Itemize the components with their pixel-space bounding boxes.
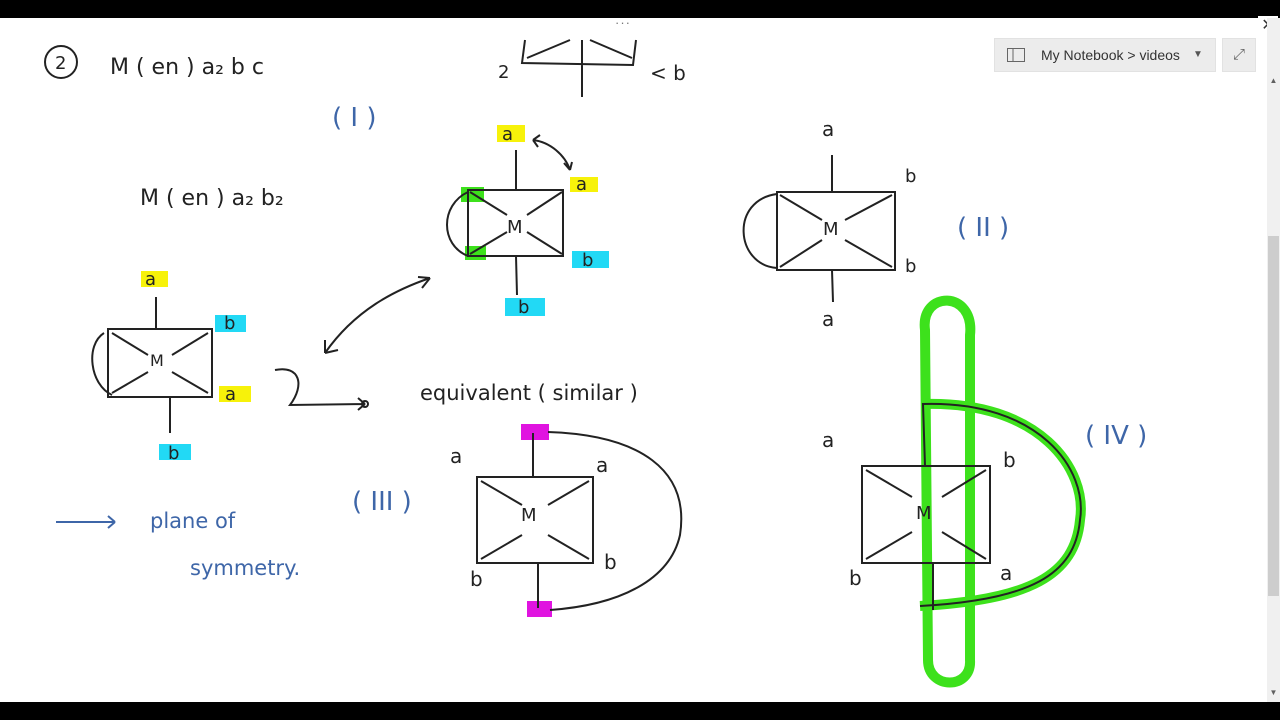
metal-label: M [150,351,164,370]
ligand-a-label: a [1000,561,1012,585]
plane-note-line-1: plane of [150,509,236,533]
ligand-b-label: b [905,166,916,187]
header-formula: 2 M ( en ) a₂ b c 2 < b [44,39,686,97]
metal-label: M [521,505,537,526]
cyan-highlight [572,251,609,268]
vertical-scrollbar[interactable]: ▲ ▼ [1267,18,1280,702]
arrow-icon [56,515,116,529]
formula-m-en-a2bc: M ( en ) a₂ b c [110,55,264,80]
plane-note-line-2: symmetry. [190,556,300,580]
structure-isomer-3 [476,431,683,611]
ligand-a-label: a [822,428,834,452]
chevron-down-icon[interactable]: ▼ [1193,49,1203,60]
scroll-down-arrow-icon[interactable]: ▼ [1269,688,1278,697]
formula-m-en-a2b2: M ( en ) a₂ b₂ [140,186,284,211]
ligand-b-label: b [604,550,617,574]
metal-label: M [823,219,839,240]
expand-icon[interactable]: ⤢ [1222,38,1256,72]
structure-isomer-1 [446,134,573,296]
green-mirror-plane [919,295,976,688]
ligand-b-label: b [470,567,483,591]
yellow-highlight [219,386,251,402]
problem-number-circle [44,45,78,79]
cyan-highlight [159,444,191,460]
notebook-breadcrumb-text: My Notebook > videos [1041,47,1180,63]
label-isomer-1: ( I ) [332,103,376,133]
magenta-highlight [527,601,552,617]
ligand-b-label: b [224,313,235,334]
cyan-highlight [215,315,246,332]
structure-isomer-4 [861,402,1082,610]
metal-label: M [507,217,523,238]
magenta-highlight [521,424,549,440]
ligand-a-label: a [576,174,587,195]
ligand-b-label: b [849,566,862,590]
structure-left [91,276,431,433]
ligand-b-label: b [582,250,593,271]
label-isomer-2: ( II ) [957,213,1009,243]
notebook-breadcrumb-button[interactable]: My Notebook > videos ▼ [994,38,1216,72]
cutoff-structure [520,39,637,97]
ligand-b-label: b [1003,448,1016,472]
scrollbar-thumb[interactable] [1268,236,1279,596]
cyan-highlight [505,298,545,316]
ligand-b-label: b [518,297,529,318]
yellow-highlight [570,177,598,192]
ligand-a-label: a [225,384,236,405]
ligand-b-label: b [168,443,179,464]
scroll-up-arrow-icon[interactable]: ▲ [1269,76,1278,85]
ligand-a-label: a [450,444,462,468]
yellow-highlight [497,125,525,142]
ligand-a-label: a [596,453,608,477]
metal-label: M [916,503,932,524]
top-black-bar [0,0,1280,18]
label-isomer-4: ( IV ) [1085,421,1147,451]
structure-isomer-2 [742,155,896,303]
ligand-a-label: a [822,307,834,331]
ligand-a-label: a [822,117,834,141]
equivalent-note: equivalent ( similar ) [420,381,638,405]
ligand-b-label: b [905,256,916,277]
ligand-a-label: a [502,124,513,145]
label-isomer-3: ( III ) [352,487,412,517]
more-options-dots[interactable]: ··· [615,15,631,30]
cutoff-left-label: 2 [498,62,509,83]
yellow-highlight [141,271,168,287]
notebook-icon [1007,48,1025,62]
bottom-black-bar [0,702,1280,720]
cutoff-right-label: < b [650,61,686,85]
ligand-a-label: a [145,269,156,290]
problem-number: 2 [55,53,66,74]
